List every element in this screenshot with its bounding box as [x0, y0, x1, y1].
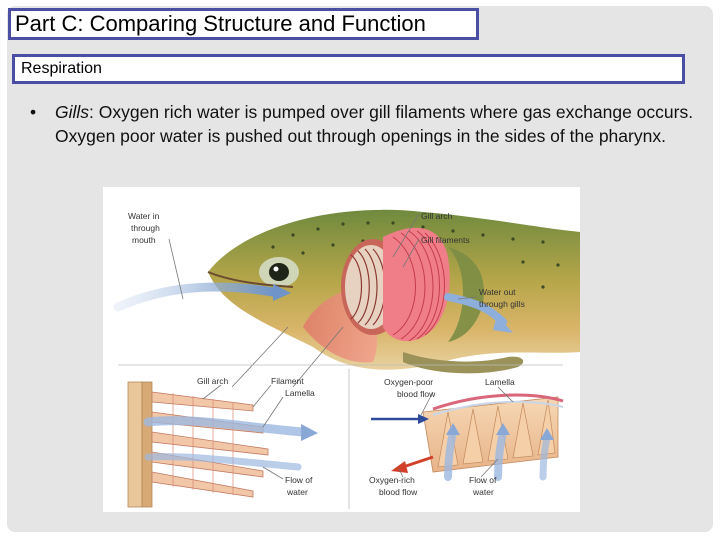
label-oxygen-poor: Oxygen-poor	[384, 377, 433, 387]
label-flow-water-left-2: water	[286, 487, 308, 497]
label-water-in-3: mouth	[132, 235, 156, 245]
label-oxygen-rich-2: blood flow	[379, 487, 418, 497]
gill-arch-detail	[127, 381, 318, 508]
label-water-out: Water out	[479, 287, 516, 297]
fish-head	[113, 209, 580, 374]
gill-illustration: Water in through mouth Gill arch Gill fi…	[113, 209, 580, 509]
label-lamella-left: Lamella	[285, 388, 315, 398]
gill-diagram: Water in through mouth Gill arch Gill fi…	[103, 187, 580, 512]
label-oxygen-rich: Oxygen-rich	[369, 475, 415, 485]
bullet-text: Gills: Oxygen rich water is pumped over …	[55, 100, 695, 148]
bullet-term: Gills	[55, 102, 90, 122]
label-flow-water-right-2: water	[472, 487, 494, 497]
label-water-in: Water in	[128, 211, 160, 221]
lamella-detail	[371, 393, 564, 481]
label-filament: Filament	[271, 376, 304, 386]
label-gill-filaments: Gill filaments	[421, 235, 470, 245]
label-water-in-2: through	[131, 223, 160, 233]
slide-title: Part C: Comparing Structure and Function	[8, 8, 479, 40]
label-lamella-right: Lamella	[485, 377, 515, 387]
bullet-marker: •	[30, 102, 37, 122]
slide-subtitle: Respiration	[12, 54, 685, 84]
label-water-out-2: through gills	[479, 299, 525, 309]
label-flow-water-left: Flow of	[285, 475, 313, 485]
label-gill-arch-bottom: Gill arch	[197, 376, 228, 386]
label-flow-water-right: Flow of	[469, 475, 497, 485]
label-gill-arch-top: Gill arch	[421, 211, 452, 221]
bullet-body: : Oxygen rich water is pumped over gill …	[55, 102, 694, 146]
label-oxygen-poor-2: blood flow	[397, 389, 436, 399]
